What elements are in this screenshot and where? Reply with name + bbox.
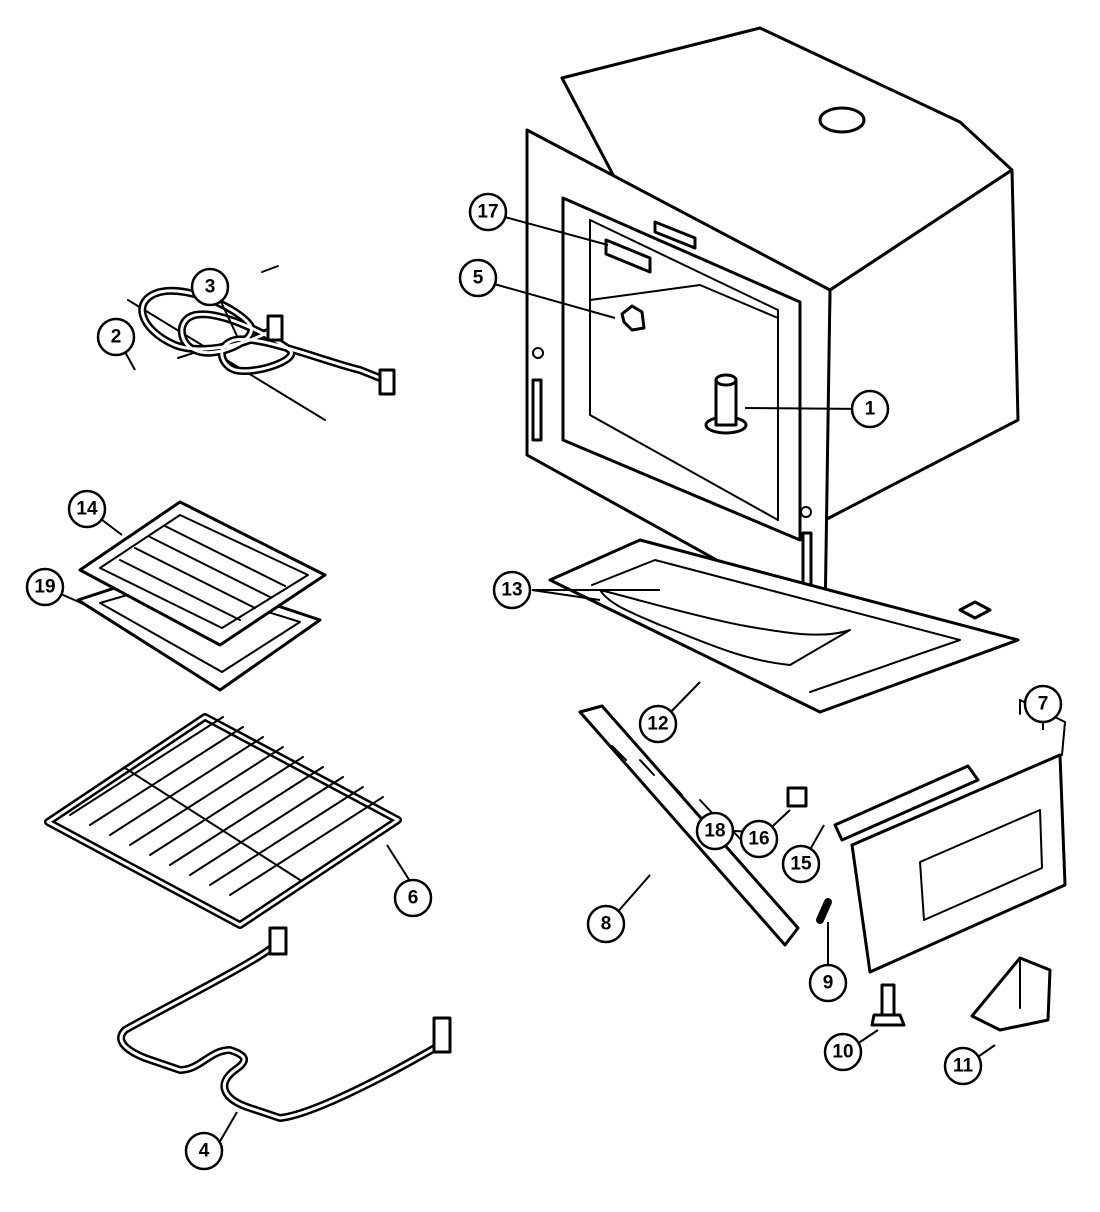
part-11 [970, 956, 1052, 1032]
part-10 [870, 983, 906, 1027]
callout-8-label: 8 [601, 914, 612, 935]
part-6 [44, 713, 402, 929]
callout-9: 9 [808, 963, 848, 1003]
callout-14: 14 [67, 489, 107, 529]
part-14 [78, 500, 327, 647]
callout-16-label: 16 [748, 829, 769, 850]
callout-19: 19 [25, 567, 65, 607]
callout-8: 8 [586, 904, 626, 944]
callout-10-label: 10 [832, 1042, 853, 1063]
callout-6-label: 6 [408, 888, 419, 909]
callout-11: 11 [943, 1046, 983, 1086]
callout-9-label: 9 [823, 973, 834, 994]
callout-19-label: 19 [34, 577, 55, 598]
callout-2-label: 2 [111, 327, 122, 348]
callout-17: 17 [468, 192, 508, 232]
callout-17-label: 17 [477, 202, 498, 223]
callout-10: 10 [823, 1032, 863, 1072]
callout-7: 7 [1023, 684, 1063, 724]
callout-3: 3 [190, 267, 230, 307]
callout-1: 1 [850, 389, 890, 429]
part-4 [117, 926, 452, 1122]
callout-18-label: 18 [704, 821, 725, 842]
part-16 [786, 786, 808, 808]
callout-12-label: 12 [647, 714, 668, 735]
part-12 [548, 538, 1020, 714]
callout-13-label: 13 [501, 580, 522, 601]
callout-14-label: 14 [76, 499, 98, 520]
oven-cavity [525, 26, 1020, 622]
callout-16: 16 [739, 819, 779, 859]
callout-15: 15 [781, 844, 821, 884]
callout-5-label: 5 [473, 268, 484, 289]
callout-11-label: 11 [953, 1056, 974, 1077]
part-7 [850, 699, 1067, 974]
callout-7-label: 7 [1038, 694, 1049, 715]
part-1 [704, 373, 748, 435]
part-13 [599, 589, 851, 666]
part-9 [816, 898, 832, 924]
part-17 [604, 238, 652, 274]
callout-6: 6 [393, 878, 433, 918]
callout-3-label: 3 [205, 277, 216, 298]
part-3 [138, 286, 396, 396]
callout-18: 18 [695, 811, 735, 851]
part-15 [833, 764, 980, 842]
callout-13: 13 [492, 570, 532, 610]
callout-1-label: 1 [865, 399, 876, 420]
callout-5: 5 [458, 258, 498, 298]
callout-4-label: 4 [199, 1141, 210, 1162]
part-5 [620, 304, 646, 332]
callout-12: 12 [638, 704, 678, 744]
callout-15-label: 15 [790, 854, 812, 875]
callout-2: 2 [96, 317, 136, 357]
callout-4: 4 [184, 1131, 224, 1171]
